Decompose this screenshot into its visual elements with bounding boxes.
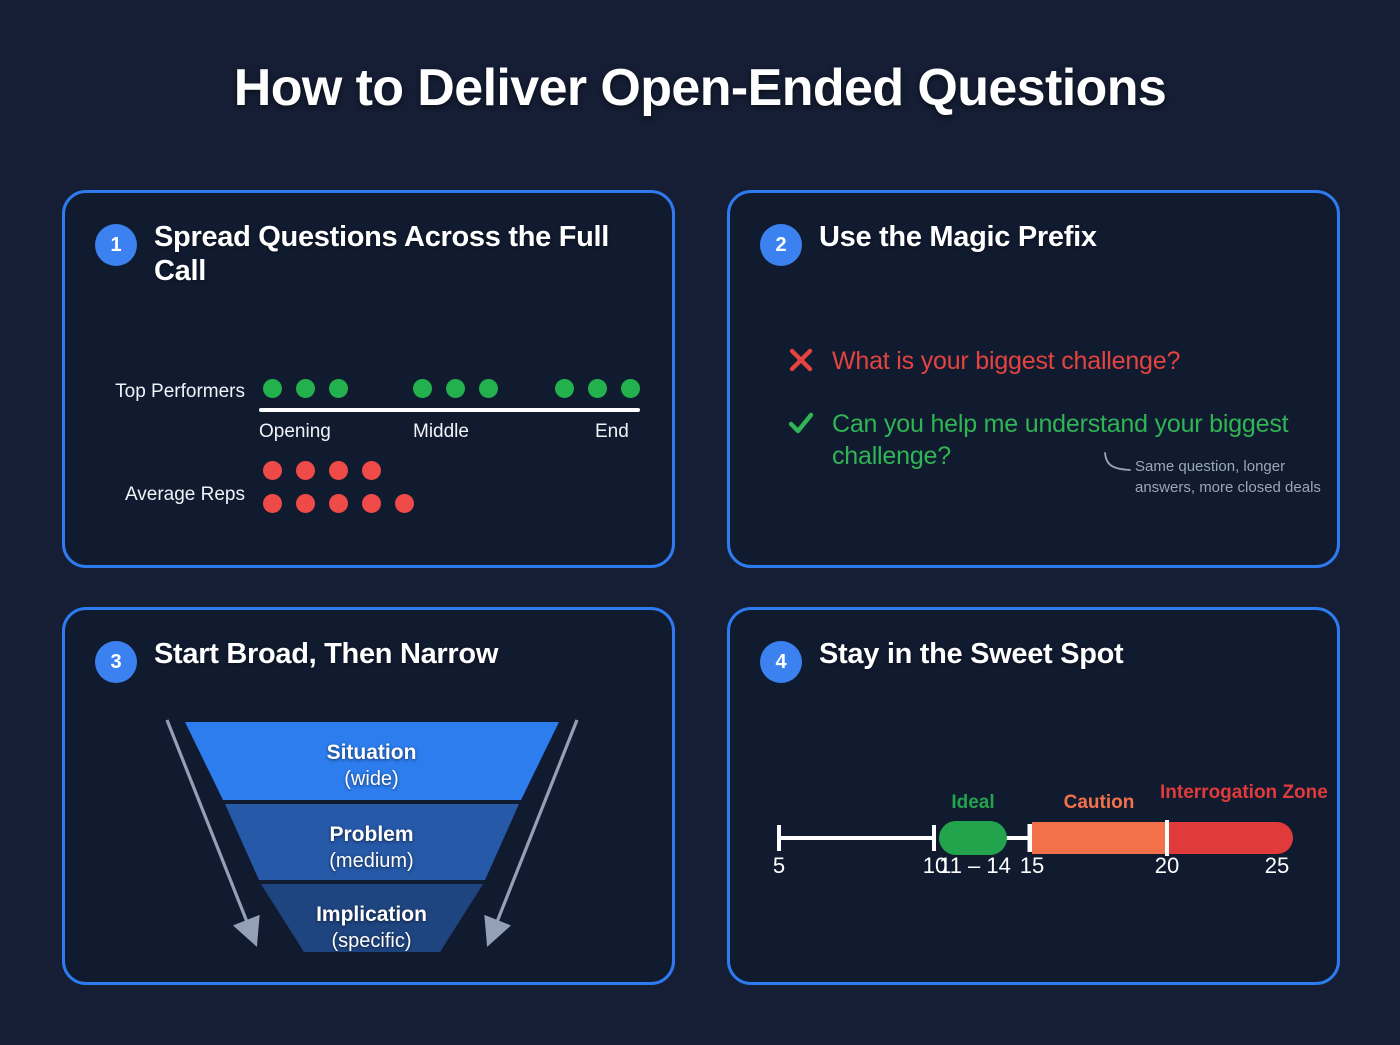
card-1-number-badge: 1 [95, 224, 137, 266]
card-4-number-badge: 4 [760, 641, 802, 683]
funnel-diagram: Situation (wide) Problem (medium) Implic… [65, 610, 672, 982]
timeline-tick-end: End [595, 421, 629, 442]
card-sweet-spot: 4 Stay in the Sweet Spot [727, 607, 1340, 985]
scale-label-15: 15 [1019, 853, 1045, 878]
red-dot [296, 494, 315, 513]
green-dot [329, 379, 348, 398]
funnel-arrow-right [484, 719, 579, 947]
card-4-title: Stay in the Sweet Spot [819, 638, 1124, 670]
green-dot [479, 379, 498, 398]
funnel-layer-implication [261, 884, 483, 952]
red-dot [362, 461, 381, 480]
card-3-title: Start Broad, Then Narrow [154, 638, 499, 670]
red-dot [263, 494, 282, 513]
timeline-bottom-label: Average Reps [124, 484, 245, 505]
good-example-text: Can you help me understand your biggest … [832, 410, 1289, 470]
card-1-header: 1 Spread Questions Across the Full Call [95, 221, 648, 289]
magic-prefix-note: Same question, longer answers, more clos… [1135, 458, 1321, 497]
red-dot [329, 494, 348, 513]
timeline-chart: Top Performers Average Reps Opening Midd… [65, 193, 672, 565]
green-dot [588, 379, 607, 398]
zone-bar-interrogation [1169, 822, 1293, 854]
zone-label-interrogation: Interrogation Zone [1160, 782, 1328, 803]
bad-example-text: What is your biggest challenge? [832, 347, 1181, 375]
bad-example-row: What is your biggest challenge? [788, 345, 1180, 377]
card-spread-questions: 1 Spread Questions Across the Full Call … [62, 190, 675, 568]
card-magic-prefix: 2 Use the Magic Prefix What is your bigg… [727, 190, 1340, 568]
sweet-spot-scale: Ideal Caution Interrogation Zone 5 10 11… [730, 610, 1337, 982]
scale-label-25: 25 [1264, 853, 1290, 878]
zone-label-caution: Caution [1063, 792, 1135, 813]
check-icon [788, 412, 814, 434]
red-dot [395, 494, 414, 513]
good-example-row: Can you help me understand your biggest … [788, 408, 1302, 472]
card-4-header: 4 Stay in the Sweet Spot [760, 638, 1313, 683]
timeline-tick-opening: Opening [259, 421, 331, 442]
green-dot [446, 379, 465, 398]
timeline-tick-middle: Middle [413, 421, 469, 442]
card-grid: 1 Spread Questions Across the Full Call … [62, 190, 1340, 985]
x-icon [789, 348, 813, 372]
card-2-title: Use the Magic Prefix [819, 221, 1097, 253]
card-2-header: 2 Use the Magic Prefix [760, 221, 1313, 266]
red-dot [362, 494, 381, 513]
scale-label-5: 5 [772, 853, 786, 878]
callout-hook-icon [1104, 452, 1131, 471]
red-dot [329, 461, 348, 480]
page-title: How to Deliver Open-Ended Questions [233, 59, 1167, 117]
green-dot [296, 379, 315, 398]
card-start-broad: 3 Start Broad, Then Narrow [62, 607, 675, 985]
timeline-axis [259, 408, 640, 412]
card-2-number-badge: 2 [760, 224, 802, 266]
green-dot [555, 379, 574, 398]
scale-label-11-14: 11 – 14 [939, 853, 1011, 878]
scale-label-10: 10 [922, 853, 948, 878]
green-dot [621, 379, 640, 398]
zone-bar-ideal [939, 821, 1007, 855]
funnel-arrow-left [165, 719, 260, 947]
funnel-layer-situation [185, 722, 559, 800]
green-dot [263, 379, 282, 398]
card-3-header: 3 Start Broad, Then Narrow [95, 638, 648, 683]
zone-label-ideal: Ideal [951, 792, 995, 813]
timeline-top-label: Top Performers [115, 381, 245, 402]
green-dot [413, 379, 432, 398]
scale-label-20: 20 [1154, 853, 1180, 878]
card-1-title: Spread Questions Across the Full Call [154, 221, 610, 287]
red-dot [263, 461, 282, 480]
funnel-layer-problem [225, 804, 519, 880]
red-dot [296, 461, 315, 480]
zone-bar-caution [1032, 822, 1165, 854]
card-3-number-badge: 3 [95, 641, 137, 683]
